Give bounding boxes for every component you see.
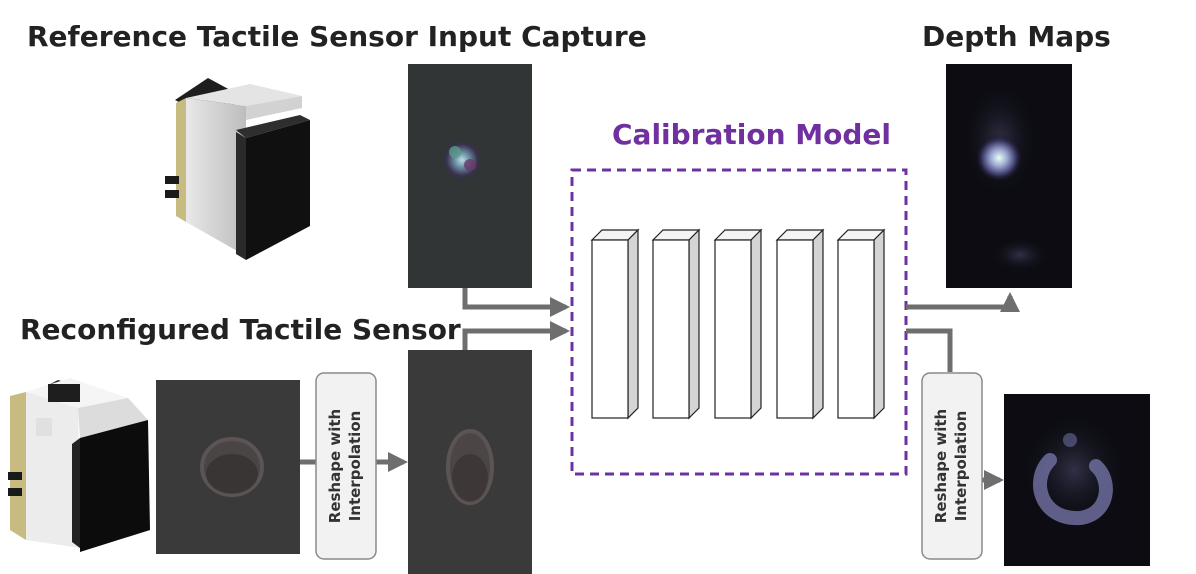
arrow-model-to-depth <box>906 292 1020 312</box>
arrow-reference-to-model <box>462 288 570 317</box>
reshape-label-line2: Interpolation <box>952 411 970 522</box>
reconfigured-sensor-title: Reconfigured Tactile Sensor <box>20 313 461 346</box>
reference-sensor-title: Reference Tactile Sensor Input Capture <box>27 20 647 53</box>
reference-input-image <box>408 64 532 288</box>
calibration-model-title: Calibration Model <box>612 118 892 151</box>
depth-map-reconfigured <box>1004 394 1150 566</box>
reshaped-input-image <box>408 350 532 574</box>
depth-map-reference <box>946 64 1072 288</box>
model-layer <box>713 228 763 420</box>
reshape-label-line1: Reshape with <box>932 409 950 523</box>
model-layer <box>651 228 701 420</box>
reshape-label-line2: Interpolation <box>346 411 364 522</box>
depth-maps-title: Depth Maps <box>922 20 1111 53</box>
calibration-model-box <box>570 168 908 476</box>
model-layer <box>775 228 825 420</box>
model-layer <box>836 228 886 420</box>
reshape-box-input: Reshape with Interpolation <box>315 372 377 560</box>
reshape-label-line1: Reshape with <box>326 409 344 523</box>
arrow-model-to-reshape <box>906 328 953 372</box>
reconfigured-raw-image <box>156 380 300 554</box>
reference-sensor-render <box>165 78 310 260</box>
reconfigured-sensor-render <box>8 378 150 552</box>
reshape-box-output: Reshape with Interpolation <box>921 372 983 560</box>
model-layer <box>590 228 640 420</box>
arrow-reshaped-to-model <box>462 321 570 350</box>
